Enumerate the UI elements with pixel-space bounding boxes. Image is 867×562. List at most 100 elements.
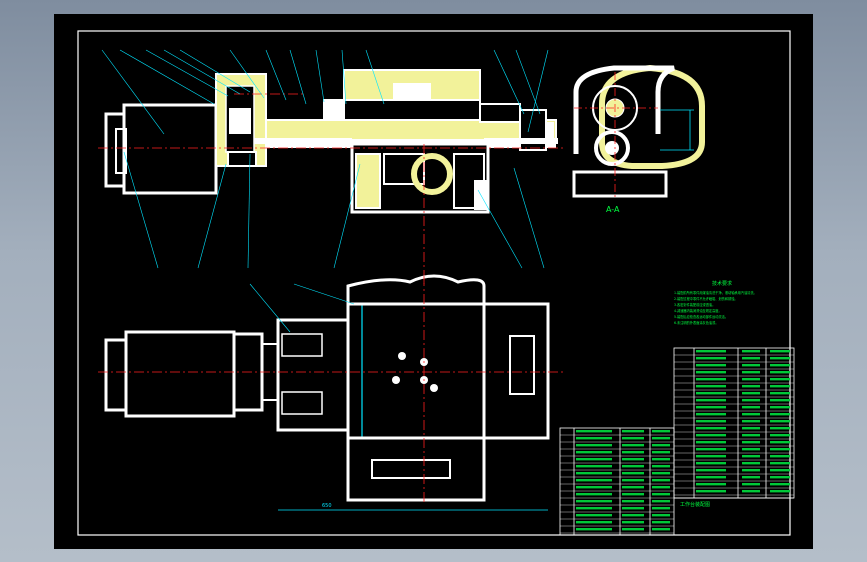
parts-list-cell [742, 350, 760, 353]
parts-list-cell [742, 364, 760, 367]
parts-list-cell [770, 378, 790, 381]
parts-list-cell [576, 528, 612, 531]
parts-list-cell [742, 441, 760, 444]
mount-hole [392, 376, 400, 384]
parts-list-cell [770, 413, 790, 416]
parts-list-cell [770, 420, 790, 423]
parts-list-cell [696, 455, 726, 458]
technical-notes: 技术要求 1.装配前所有零件用煤油清洗干净，滚动轴承用汽油清洗。 2.装配过程中… [674, 280, 757, 325]
parts-list-cell [696, 483, 726, 486]
top-view [104, 69, 558, 214]
parts-list-cell [652, 493, 670, 496]
parts-list-cell [652, 451, 670, 454]
parts-list-cell [770, 406, 790, 409]
note-line: 3.各密封件装配前应浸透油。 [674, 302, 715, 307]
parts-list-cell [696, 476, 726, 479]
parts-list-cell [770, 350, 790, 353]
parts-list-cell [770, 490, 790, 493]
parts-list-cell [770, 476, 790, 479]
parts-list-cell [770, 483, 790, 486]
parts-list-cell [622, 486, 644, 489]
parts-list-cell [696, 357, 726, 360]
parts-list-upper [673, 347, 795, 499]
parts-list-cell [576, 430, 612, 433]
parts-list-cell [652, 514, 670, 517]
parts-list-cell [696, 399, 726, 402]
parts-list-cell [742, 399, 760, 402]
parts-list-cell [652, 521, 670, 524]
parts-list-cell [696, 427, 726, 430]
parts-list-cell [770, 371, 790, 374]
parts-list-cell [622, 507, 644, 510]
section-base [572, 170, 668, 198]
parts-list-cell [696, 441, 726, 444]
parts-list-cell [696, 378, 726, 381]
parts-list-cell [696, 406, 726, 409]
parts-list-cell [622, 493, 644, 496]
parts-list-cell [696, 350, 726, 353]
parts-list-text [576, 350, 790, 531]
parts-list-cell [652, 486, 670, 489]
parts-list-cell [652, 430, 670, 433]
drawing-frame [77, 30, 791, 536]
parts-list-cell [622, 458, 644, 461]
parts-list-cell [742, 462, 760, 465]
drawing-sheet: A-A 6 [54, 14, 813, 549]
parts-list-cell [770, 364, 790, 367]
worktable-top [361, 303, 549, 439]
parts-list-rows [560, 354, 794, 534]
parts-list-cell [622, 472, 644, 475]
motor-body [122, 103, 218, 195]
section-label: A-A [606, 205, 620, 214]
parts-list-cell [576, 465, 612, 468]
leader-lines [101, 49, 549, 333]
parts-list-cell [742, 490, 760, 493]
parts-list-cell [622, 465, 644, 468]
parts-list-cell [742, 413, 760, 416]
parts-list-cell [576, 451, 612, 454]
parts-list-cell [696, 385, 726, 388]
parts-list-cell [576, 493, 612, 496]
parts-list-cell [622, 437, 644, 440]
parts-list-cell [770, 448, 790, 451]
parts-list-cell [576, 472, 612, 475]
right-carriage [482, 302, 550, 440]
parts-list-cell [770, 385, 790, 388]
parts-list-cell [770, 392, 790, 395]
lower-gear [594, 130, 630, 166]
mount-hole [398, 352, 406, 360]
parts-list-cell [770, 427, 790, 430]
motor-endcap [104, 112, 126, 188]
parts-list-cell [696, 434, 726, 437]
note-line: 6.未注明的外表面涂灰色油漆。 [674, 320, 718, 325]
parts-list-cell [622, 479, 644, 482]
parts-list-cell [742, 483, 760, 486]
parts-list-lower [559, 427, 675, 536]
notes-title: 技术要求 [712, 280, 732, 287]
parts-list-cell [622, 451, 644, 454]
parts-list-cell [576, 437, 612, 440]
section-a-a [572, 64, 705, 198]
parts-list-cell [576, 458, 612, 461]
parts-list-cell [770, 434, 790, 437]
parts-list-cell [742, 455, 760, 458]
parts-list-cell [770, 441, 790, 444]
parts-list-cell [576, 486, 612, 489]
parts-list-cell [622, 500, 644, 503]
drawing-canvas: A-A 6 [77, 30, 795, 536]
parts-list-cell [742, 406, 760, 409]
parts-list-cell [622, 528, 644, 531]
note-line: 4.减速器内装润滑油至规定高度。 [674, 308, 722, 313]
parts-list-cell [696, 490, 726, 493]
parts-list-cell [770, 455, 790, 458]
parts-list-cell [742, 371, 760, 374]
parts-list-cell [652, 458, 670, 461]
parts-list-cell [576, 444, 612, 447]
parts-list-cell [770, 469, 790, 472]
parts-list-cell [652, 444, 670, 447]
parts-list-cell [742, 385, 760, 388]
plan-motor [124, 330, 236, 418]
parts-list-cell [576, 507, 612, 510]
overall-dimension: 650 [322, 503, 332, 509]
